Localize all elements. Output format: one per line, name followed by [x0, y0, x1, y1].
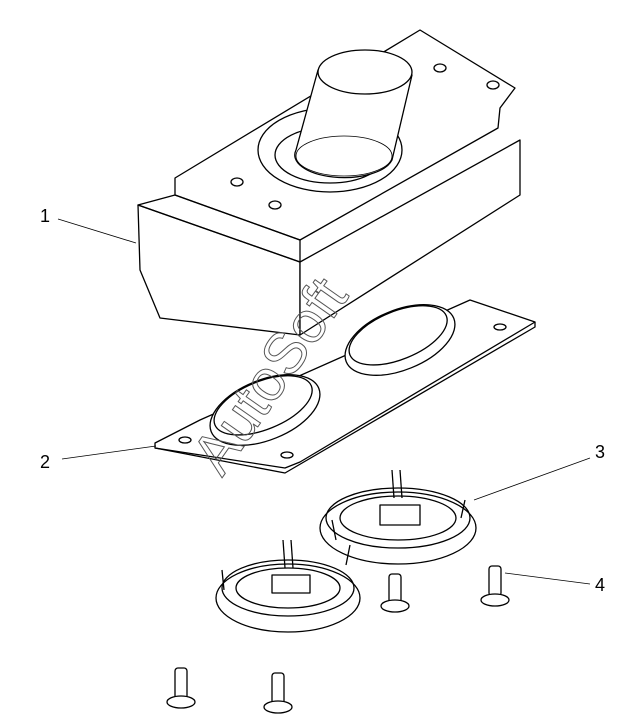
screw — [380, 573, 410, 613]
callout-4: 4 — [595, 575, 605, 595]
ring-mounts-part-3 — [215, 469, 477, 633]
housing-part-1 — [137, 29, 521, 336]
mounting-holes — [230, 63, 500, 210]
screw — [166, 667, 196, 709]
callout-1: 1 — [40, 206, 50, 226]
gasket-plate-part-2 — [154, 299, 536, 474]
screws-part-4 — [166, 565, 510, 714]
screw — [263, 672, 293, 714]
callout-3: 3 — [595, 442, 605, 462]
callout-2: 2 — [40, 452, 50, 472]
screw — [480, 565, 510, 607]
leader-lines — [57, 218, 591, 585]
